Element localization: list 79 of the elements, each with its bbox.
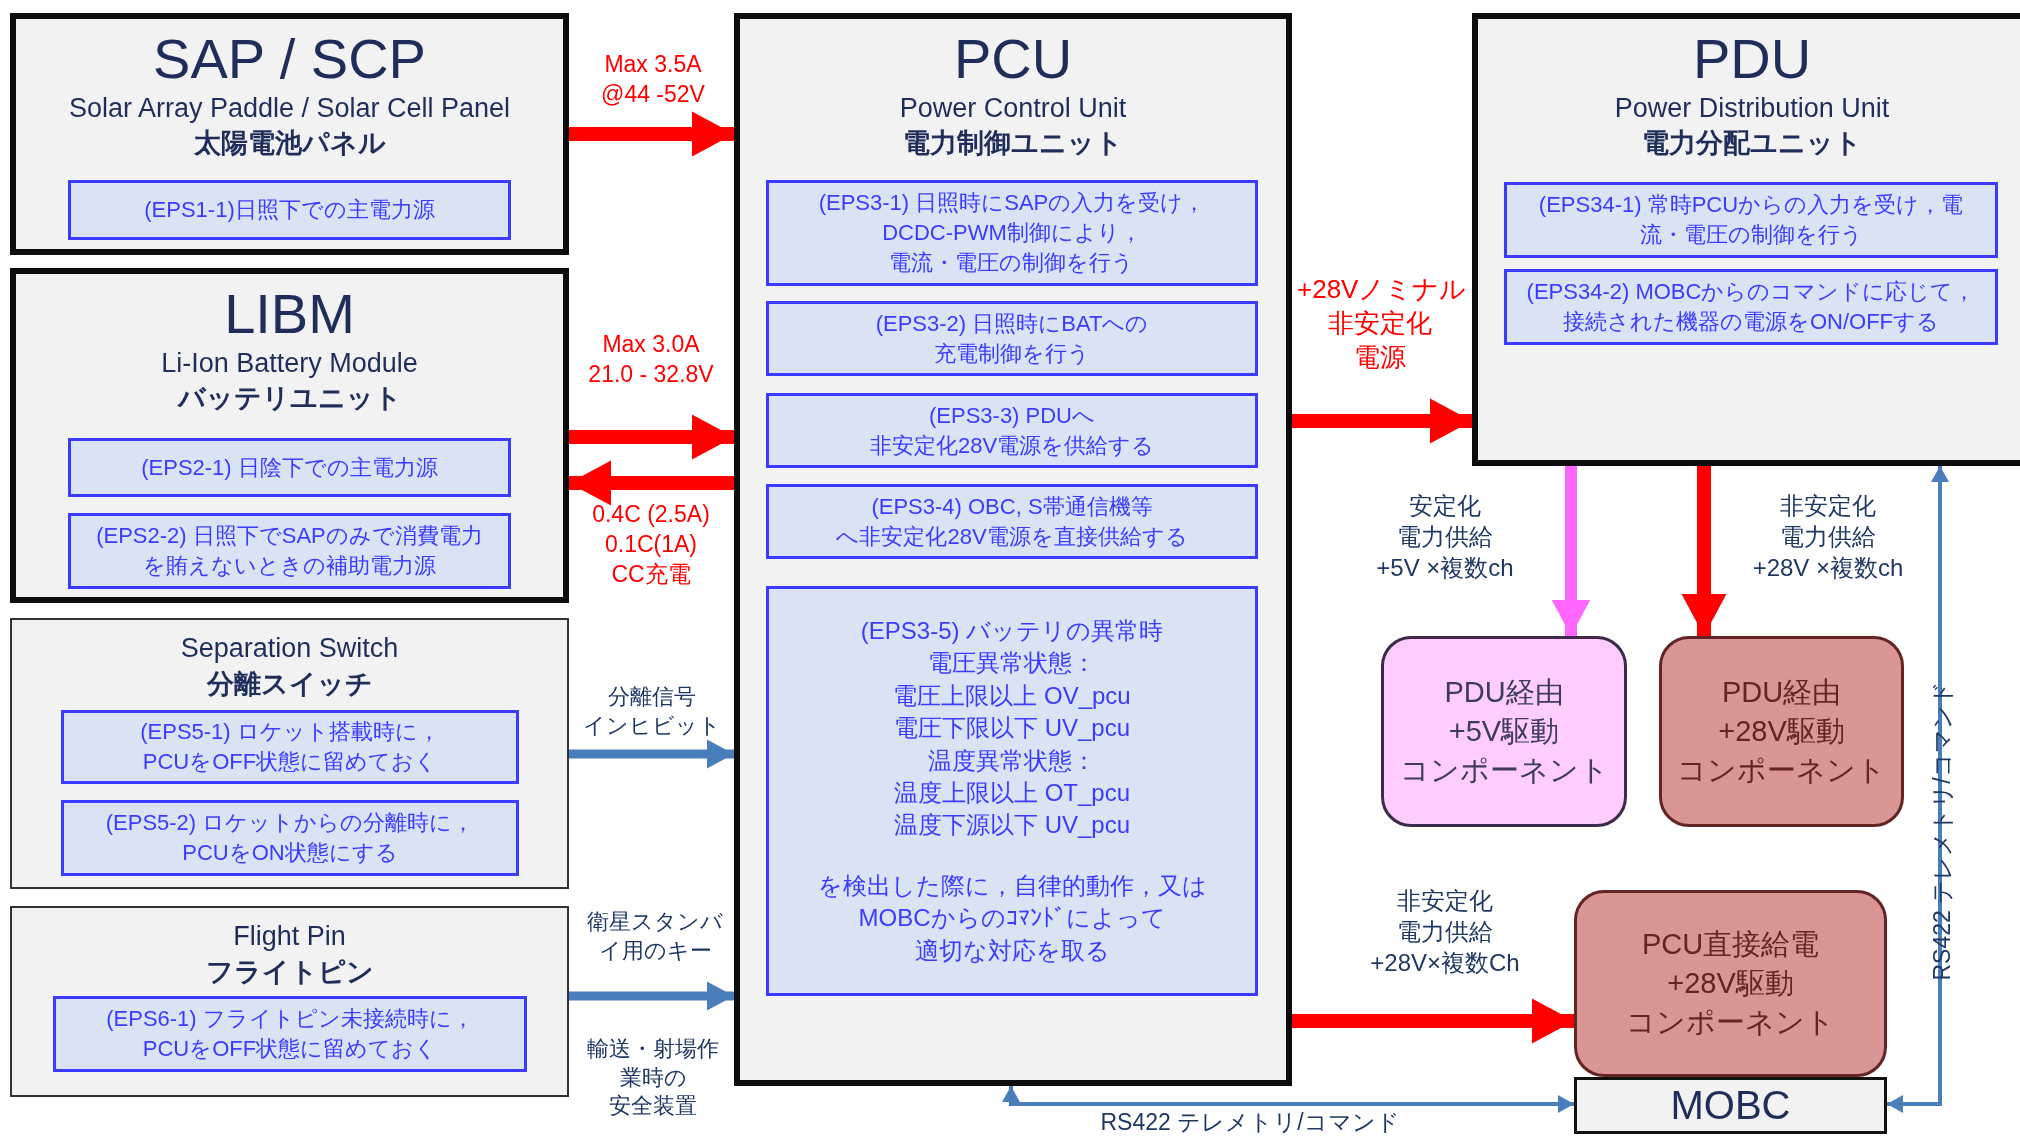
component-label: PDU経由+28V駆動コンポーネント	[1677, 674, 1886, 789]
function-box	[1504, 269, 1998, 345]
function-text: (EPS5-1) ロケット搭載時に，PCUをOFF状態に留めておく	[140, 718, 440, 776]
component-label: PCU直接給電+28V駆動コンポーネント	[1626, 926, 1835, 1041]
function-box	[766, 180, 1258, 286]
module-name: 電力制御ユニット	[902, 127, 1124, 161]
function-text: (EPS5-2) ロケットからの分離時に，PCUをON状態にする	[105, 809, 475, 867]
arrow	[569, 460, 734, 506]
module-name: 電力分配ユニット	[1641, 127, 1863, 161]
component-box	[1381, 636, 1627, 827]
function-text: (EPS34-2) MOBCからのコマンドに応じて，接続された機器の電源をON/OFFする	[1526, 278, 1976, 336]
function-box	[1504, 182, 1998, 258]
arrow	[1002, 1086, 1574, 1113]
function-text: を検出した際に，自律的動作，又はMOBCからのｺﾏﾝﾄﾞによって適切な対応を取る	[817, 870, 1207, 966]
function-text: (EPS6-1) フライトピン未接続時に，PCUをOFF状態に留めておく	[106, 1005, 474, 1063]
arrow	[1681, 466, 1727, 636]
module-title: PDU	[1691, 27, 1813, 92]
module-subtitle: Solar Array Paddle / Solar Cell Panel	[67, 92, 512, 126]
function-box	[766, 301, 1258, 376]
module-subtitle: Li-Ion Battery Module	[160, 347, 419, 381]
module-subtitle: Power Control Unit	[898, 92, 1128, 126]
function-text: (EPS2-1) 日陰下での主電力源	[141, 453, 438, 482]
function-text: (EPS34-1) 常時PCUからの入力を受け，電流・電圧の制御を行う	[1538, 191, 1964, 249]
arrow	[569, 111, 734, 157]
function-text: (EPS3-2) 日照時にBATへの充電制御を行う	[875, 309, 1149, 368]
arrow-note: 輸送・射場作業時の安全装置	[586, 1035, 720, 1121]
module-box	[734, 13, 1292, 1086]
edge-label: 非安定化電力供給+28V ×複数ch	[1751, 491, 1905, 584]
edge-label: 衛星スタンバイ用のキー	[586, 908, 724, 965]
function-box	[53, 996, 527, 1072]
module-name: 太陽電池パネル	[192, 127, 387, 161]
arrow	[569, 414, 734, 460]
function-text: (EPS3-4) OBC, S帯通信機等へ非安定化28V電源を直接供給する	[836, 492, 1188, 551]
function-box	[766, 586, 1258, 996]
module-box	[10, 13, 569, 255]
function-box	[766, 393, 1258, 468]
component-box	[1659, 636, 1904, 827]
module-box	[10, 268, 569, 603]
arrow	[569, 739, 734, 769]
function-box	[68, 180, 511, 240]
module-name: 分離スイッチ	[205, 668, 374, 702]
controller-label: MOBC	[1670, 1083, 1791, 1128]
function-box	[61, 800, 519, 876]
edge-label: 0.4C (2.5A) 0.1C(1A) CC充電	[591, 500, 711, 589]
edge-label: 非安定化電力供給+28V×複数Ch	[1369, 886, 1521, 979]
function-text: (EPS3-5) バッテリの異常時電圧異常状態：電圧上限以上 OV_pcu電圧下限以下 UV_pcu温度異常状態：温度上限以上 OT_pcu温度下源以下 UV_pcu	[860, 616, 1164, 841]
module-title: PCU	[952, 27, 1074, 92]
arrow	[1887, 466, 1949, 1113]
module-title: LIBM	[223, 282, 356, 347]
controller-box	[1574, 1077, 1887, 1134]
edge-label: 分離信号インヒビット	[582, 683, 722, 740]
function-text: (EPS2-2) 日照下でSAPのみで消費電力を賄えないときの補助電力源	[96, 522, 483, 580]
module-name: フライトピン	[204, 956, 375, 990]
function-box	[766, 484, 1258, 559]
edge-label: RS422 テレメトリ/コマンド	[1928, 680, 1957, 983]
module-title: Separation Switch	[179, 632, 400, 665]
module-box	[10, 906, 569, 1097]
arrow	[1292, 998, 1574, 1044]
arrow	[1551, 466, 1591, 636]
function-text: (EPS3-3) PDUへ非安定化28V電源を供給する	[869, 401, 1155, 460]
module-box	[1472, 13, 2020, 466]
module-subtitle: Power Distribution Unit	[1613, 92, 1891, 126]
edge-label: 安定化電力供給+5V ×複数ch	[1375, 491, 1515, 584]
edge-label: Max 3.5A @44 -52V	[600, 50, 706, 109]
function-text: (EPS3-1) 日照時にSAPの入力を受け，DCDC-PWM制御により，電流・電圧の制御を行う	[818, 189, 1206, 277]
arrow	[569, 981, 734, 1011]
function-box	[61, 710, 519, 784]
component-box	[1574, 890, 1887, 1077]
edge-label: Max 3.0A 21.0 - 32.8V	[587, 330, 715, 389]
module-box	[10, 618, 569, 889]
function-text: (EPS1-1)日照下での主電力源	[144, 196, 435, 225]
module-name: バッテリユニット	[176, 382, 403, 416]
function-box	[68, 438, 511, 497]
module-title: Flight Pin	[232, 920, 347, 953]
component-label: PDU経由+5V駆動コンポーネント	[1399, 674, 1609, 789]
edge-label: RS422 テレメトリ/コマンド	[1099, 1108, 1401, 1136]
module-title: SAP / SCP	[152, 27, 427, 92]
function-box	[68, 513, 511, 589]
arrow	[1292, 398, 1472, 444]
